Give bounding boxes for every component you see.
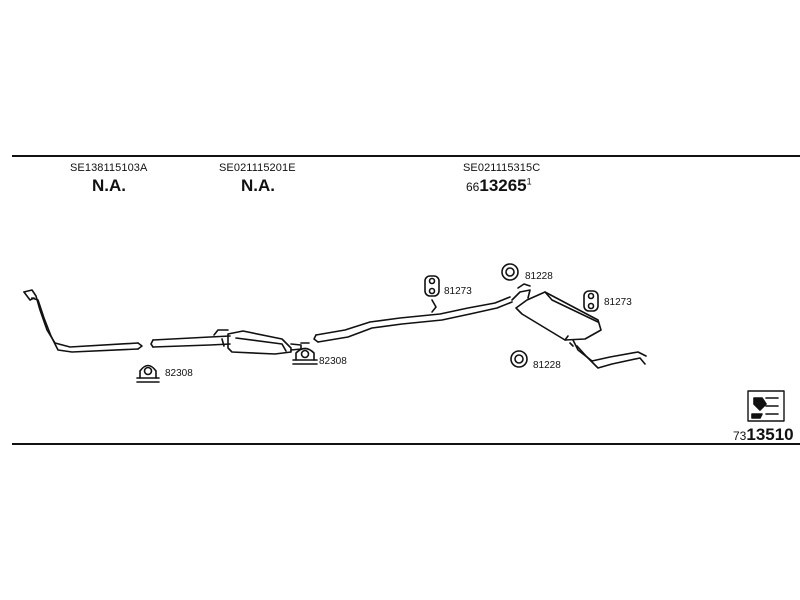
ring-bottom-label: 81228 (533, 360, 561, 371)
hanger-right-label: 81273 (604, 297, 632, 308)
clamp-left-icon (136, 364, 160, 383)
clamp-left-label: 82308 (165, 368, 193, 379)
part-ref-rear-silencer: SE021115315C (463, 162, 541, 174)
rear-silencer (511, 283, 647, 369)
diagram-number: 7313510 (733, 425, 794, 445)
ring-top-label: 81228 (525, 271, 553, 282)
diagram-number-prefix: 73 (733, 429, 747, 443)
hanger-left-icon (424, 275, 440, 297)
front-pipe-availability: N.A. (92, 176, 126, 195)
front-pipe (23, 289, 143, 353)
clamp-middle-icon (292, 342, 318, 365)
middle-silencer-availability: N.A. (241, 176, 275, 195)
top-rule (12, 155, 800, 157)
rear-silencer-number-suffix: 1 (526, 176, 532, 187)
intermediate-pipe (313, 296, 513, 343)
rear-silencer-number-prefix: 66 (466, 180, 480, 194)
clamp-middle-label: 82308 (319, 356, 347, 367)
bottom-rule (12, 443, 800, 445)
ring-top-icon (501, 263, 519, 281)
diagram-number-main: 13510 (746, 425, 794, 444)
hanger-right-icon (583, 290, 599, 312)
part-ref-front-pipe: SE138115103A (70, 162, 148, 174)
ring-bottom-icon (510, 350, 528, 368)
rear-silencer-number: 66132651 (466, 176, 532, 196)
middle-silencer (150, 329, 302, 355)
rear-silencer-number-main: 13265 (479, 176, 527, 195)
part-ref-middle-silencer: SE021115201E (219, 162, 296, 174)
hanger-left-label: 81273 (444, 286, 472, 297)
fitting-instructions-icon (747, 390, 785, 422)
